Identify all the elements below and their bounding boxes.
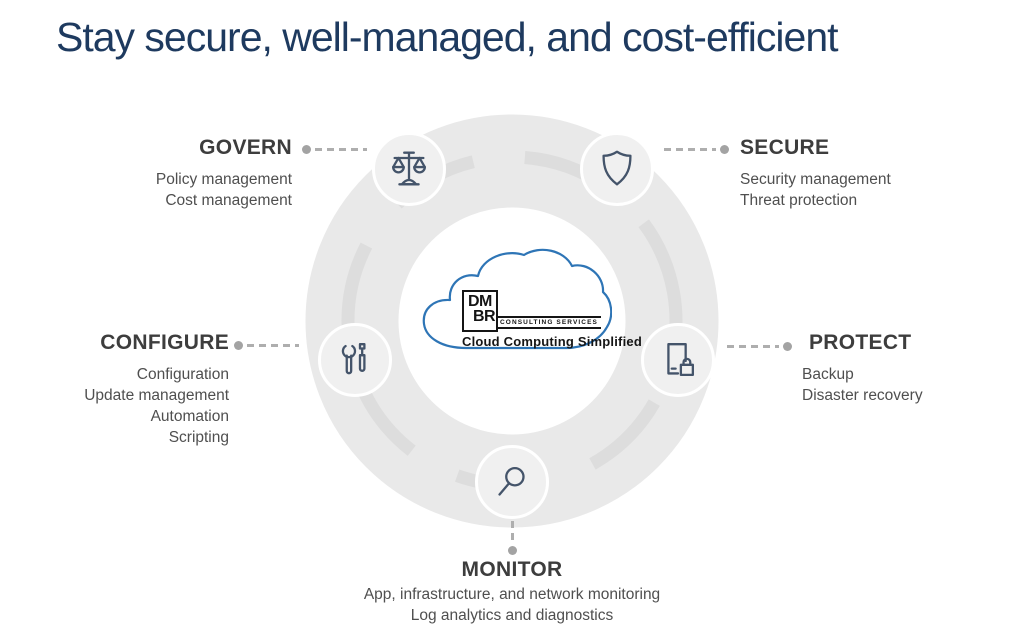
- monitor-connector: [508, 521, 517, 555]
- protect-node: [641, 323, 715, 397]
- protect-heading: PROTECT: [809, 331, 912, 354]
- magnifier-icon: [498, 466, 525, 496]
- connector-dot: [508, 546, 517, 555]
- configure-heading: CONFIGURE: [100, 331, 229, 354]
- protect-connector: [727, 342, 792, 351]
- logo-monogram-line2: BR: [473, 308, 496, 325]
- govern-section: GOVERN Policy management Cost management: [156, 136, 292, 211]
- cloud-outline-icon: [422, 248, 613, 350]
- configure-section: CONFIGURE Configuration Update managemen…: [84, 331, 229, 448]
- connector-dot: [783, 342, 792, 351]
- monitor-item: Log analytics and diagnostics: [410, 606, 614, 624]
- govern-node: [372, 132, 446, 206]
- monitor-node: [475, 445, 549, 519]
- logo-tagline: Cloud Computing Simplified: [462, 334, 642, 349]
- secure-item: Security management: [740, 171, 891, 188]
- page-title: Stay secure, well-managed, and cost-effi…: [56, 14, 839, 60]
- logo-subtitle: CONSULTING SERVICES: [497, 316, 601, 329]
- monitor-section: MONITOR App, infrastructure, and network…: [312, 558, 712, 626]
- shield-icon: [602, 150, 632, 186]
- configure-item: Configuration: [136, 366, 229, 383]
- govern-item: Cost management: [165, 192, 292, 209]
- monitor-heading: MONITOR: [461, 558, 563, 581]
- protect-item: Disaster recovery: [802, 387, 923, 404]
- configure-item: Update management: [84, 387, 229, 404]
- logo-monogram-line1: DM: [468, 293, 492, 310]
- secure-item: Threat protection: [740, 192, 858, 209]
- tools-icon: [341, 343, 366, 375]
- secure-heading: SECURE: [740, 136, 830, 159]
- connector-dot: [234, 341, 243, 350]
- connector-dashes: [511, 521, 514, 543]
- connector-dot: [302, 145, 311, 154]
- center-cloud: [416, 246, 613, 352]
- configure-node: [318, 323, 392, 397]
- protect-item: Backup: [802, 366, 854, 383]
- protect-section: PROTECT Backup Disaster recovery: [802, 331, 923, 406]
- connector-dashes: [727, 345, 779, 348]
- scales-icon: [392, 151, 426, 186]
- configure-connector: [234, 341, 299, 350]
- company-logo: DM BR CONSULTING SERVICES Cloud Computin…: [462, 290, 642, 349]
- monitor-item: App, infrastructure, and network monitor…: [363, 586, 661, 603]
- secure-connector: [664, 145, 729, 154]
- configure-item: Automation: [150, 408, 229, 425]
- configure-item: Scripting: [168, 429, 229, 446]
- secure-section: SECURE Security management Threat protec…: [740, 136, 891, 211]
- secure-node: [580, 132, 654, 206]
- connector-dot: [720, 145, 729, 154]
- device-lock-icon: [667, 343, 695, 377]
- govern-connector: [302, 145, 367, 154]
- connector-dashes: [247, 344, 299, 347]
- connector-dashes: [315, 148, 367, 151]
- logo-monogram: DM BR: [462, 290, 498, 332]
- govern-item: Policy management: [155, 171, 292, 188]
- connector-dashes: [664, 148, 716, 151]
- govern-heading: GOVERN: [199, 136, 292, 159]
